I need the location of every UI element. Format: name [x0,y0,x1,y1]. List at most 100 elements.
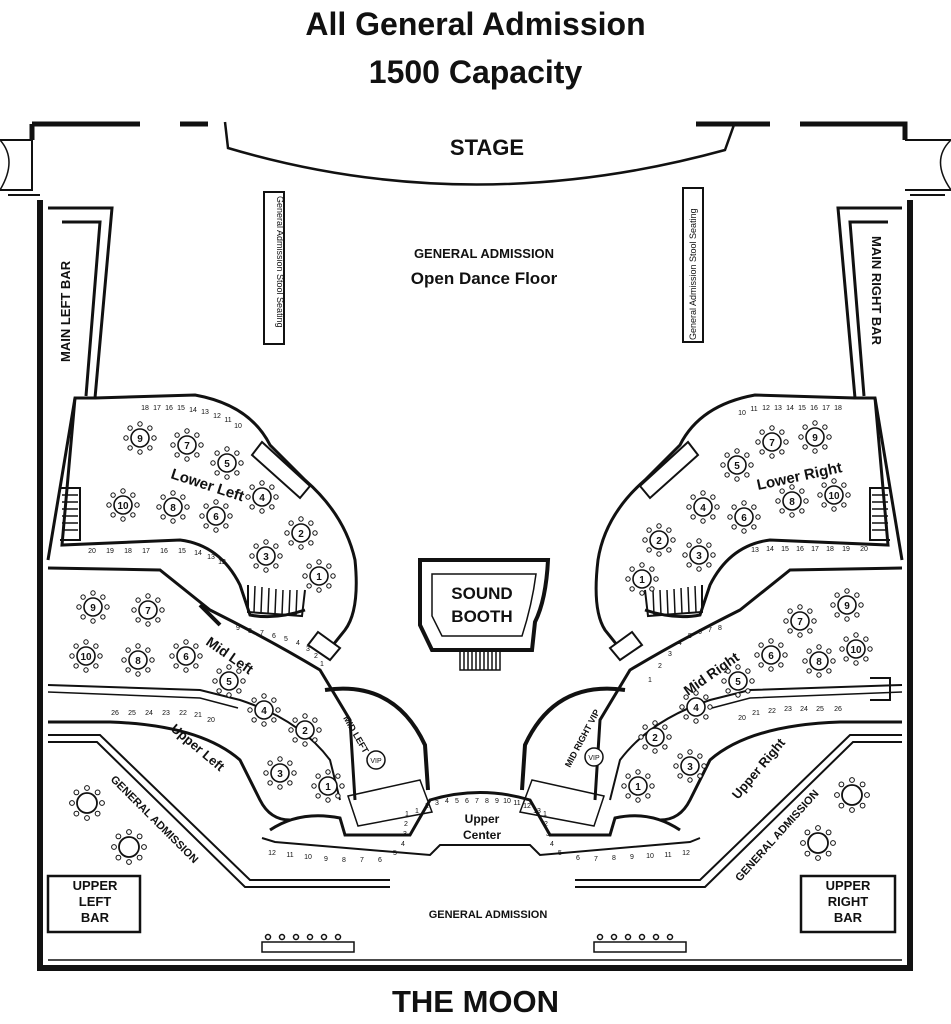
table-seat [787,628,793,634]
table-seat [210,460,216,466]
table-number: 4 [693,703,699,714]
table-seat [745,688,751,694]
table-seat [731,504,737,510]
sound-booth: SOUND BOOTH [418,558,551,671]
table-seat [690,514,696,520]
table-seat [693,718,699,724]
table-seat [223,523,229,529]
table-seat [213,527,219,533]
table-seat [645,773,651,779]
table-top [645,727,665,747]
rail-seat-number: 13 [207,554,215,561]
table-seat [302,713,308,719]
table-number: 6 [741,513,747,524]
table-seat [720,462,726,468]
table-mid-right-10: 1 [621,769,655,803]
capacity-label: 1500 Capacity [368,54,583,90]
table-seat [853,660,859,666]
table-seat [768,638,774,644]
rail-seat-number: 24 [145,710,153,717]
table-lower-left-9: 2 [284,516,318,550]
rail-seat-number: 11 [750,406,757,413]
rail-seat-number: 20 [738,715,746,722]
table-seat [236,668,242,674]
table-seat [69,653,75,659]
table-seat [130,492,136,498]
table-seat [621,783,627,789]
table-seat [741,528,747,534]
rail-seat-number: 8 [485,798,489,805]
table-seat [625,576,631,582]
ga-seat [834,792,840,798]
table-top [689,545,709,565]
ga-seat [825,829,832,836]
table-seat [261,693,267,699]
table-seat [174,452,180,458]
table-top [837,595,857,615]
table-seat [745,668,751,674]
rail-seat-number: 15 [781,546,789,553]
table-seat [271,717,277,723]
table-seat [816,644,822,650]
table-seat [758,662,764,668]
table-mid-right-2: 7 [783,604,817,638]
table-seat [184,504,190,510]
table-top [762,432,782,452]
stool-seating-right: General Admission Stool Seating [682,187,704,343]
table-seat [227,513,233,519]
rail-seat-number: 18 [124,548,132,555]
rail-seat-number: 6 [465,798,469,805]
rail-seat-number: 1 [543,811,547,818]
table-top [291,523,311,543]
table-seat [223,503,229,509]
table-number: 9 [90,603,96,614]
table-seat [261,721,267,727]
table-seat [273,563,279,569]
table-seat [839,646,845,652]
rail-seat-number: 4 [401,841,405,848]
table-seat [284,530,290,536]
table-seat [312,530,318,536]
rail-seat-number: 3 [668,651,672,658]
table-mid-right-1: 9 [830,588,864,622]
lower-left-label: Lower Left [169,466,246,506]
table-top [782,491,802,511]
upper-center-line1: Upper [465,812,500,826]
table-seat [288,540,294,546]
ga-seat [859,802,866,809]
table-seat [155,597,161,603]
table-seat [682,552,688,558]
table-seat [816,672,822,678]
table-lower-right-8: 2 [642,523,676,557]
table-seat [253,563,259,569]
table-seat [213,499,219,505]
table-seat [120,488,126,494]
table-seat [315,773,321,779]
table-seat [817,492,823,498]
table-seat [83,667,89,673]
table-seat [194,452,200,458]
table-seat [73,643,79,649]
table-top [632,569,652,589]
table-seat [184,428,190,434]
table-seat [145,621,151,627]
rail-seat-number: 1 [405,811,409,818]
table-seat [703,714,709,720]
rail-seat-number: 6 [698,629,702,636]
table-seat [251,717,257,723]
ga-seat [830,840,836,846]
ga-seat [800,840,806,846]
table-seat [288,727,294,733]
rail-seat-number: 1 [320,661,324,668]
table-number: 10 [117,501,129,512]
table-seat [797,632,803,638]
rail-seat-number: 11 [224,417,231,424]
table-seat [803,498,809,504]
table-seat [703,694,709,700]
table-seat [635,769,641,775]
ga-seat [849,807,855,813]
table-seat [662,724,668,730]
table-seat [741,500,747,506]
table-seat [807,628,813,634]
